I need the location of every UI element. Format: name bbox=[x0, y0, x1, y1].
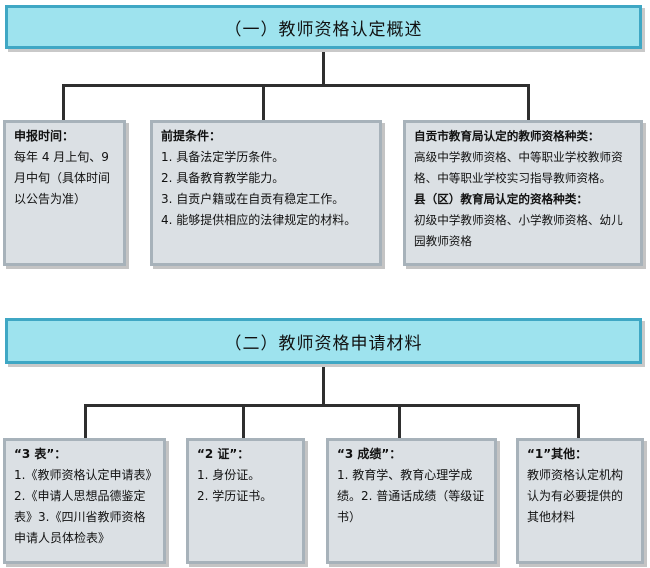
box-line: 高级中学教师资格、中等职业学校教师资 bbox=[414, 150, 623, 164]
box-line: 2.《申请人思想品德鉴定 bbox=[14, 489, 146, 503]
connector bbox=[84, 404, 580, 407]
box-other-materials: “1”其他： 教师资格认定机构 认为有必要提供的 其他材料 bbox=[516, 438, 644, 564]
box-title: “3 成绩”： bbox=[337, 447, 402, 461]
box-title: 申报时间： bbox=[14, 129, 75, 143]
box-line: 认为有必要提供的 bbox=[527, 489, 624, 503]
box-title: “1”其他： bbox=[527, 447, 588, 461]
box-subtitle: 县（区）教育局认定的资格种类： bbox=[414, 192, 588, 206]
box-line: 1. 教育学、教育心理学成 bbox=[337, 468, 473, 482]
box-line: 每年 4 月上旬、9 bbox=[14, 150, 109, 164]
connector bbox=[262, 84, 265, 120]
box-line: 格、中等职业学校实习指导教师资格。 bbox=[414, 171, 612, 185]
box-line: 申请人员体检表》 bbox=[14, 531, 111, 545]
box-line: 3. 自贡户籍或在自贡有稳定工作。 bbox=[161, 192, 345, 206]
box-line: 其他材料 bbox=[527, 510, 576, 524]
section2-title: （二）教师资格申请材料 bbox=[224, 333, 423, 354]
box-title: 前提条件： bbox=[161, 129, 222, 143]
box-line: 2. 学历证书。 bbox=[197, 489, 273, 503]
box-qualification-types: 自贡市教育局认定的教师资格种类： 高级中学教师资格、中等职业学校教师资 格、中等… bbox=[403, 120, 643, 266]
box-application-time: 申报时间： 每年 4 月上旬、9 月中旬（具体时间 以公告为准） bbox=[3, 120, 126, 266]
section1-header: （一）教师资格认定概述 bbox=[5, 5, 642, 49]
connector bbox=[398, 404, 401, 438]
box-line: 1. 具备法定学历条件。 bbox=[161, 150, 285, 164]
connector bbox=[322, 52, 325, 86]
connector bbox=[527, 84, 530, 120]
box-line: 初级中学教师资格、小学教师资格、幼儿 bbox=[414, 213, 623, 227]
box-three-forms: “3 表”： 1.《教师资格认定申请表》 2.《申请人思想品德鉴定 表》3.《四… bbox=[3, 438, 166, 564]
box-line: 教师资格认定机构 bbox=[527, 468, 624, 482]
box-line: 月中旬（具体时间 bbox=[14, 171, 111, 185]
section1-title: （一）教师资格认定概述 bbox=[224, 19, 423, 40]
connector bbox=[242, 404, 245, 438]
box-title: “3 表”： bbox=[14, 447, 67, 461]
box-line: 书） bbox=[337, 510, 362, 524]
box-line: 1.《教师资格认定申请表》 bbox=[14, 468, 158, 482]
box-two-certificates: “2 证”： 1. 身份证。 2. 学历证书。 bbox=[186, 438, 305, 564]
box-line: 4. 能够提供相应的法律规定的材料。 bbox=[161, 213, 357, 227]
box-prerequisites: 前提条件： 1. 具备法定学历条件。 2. 具备教育教学能力。 3. 自贡户籍或… bbox=[150, 120, 382, 266]
box-line: 以公告为准） bbox=[14, 192, 87, 206]
connector bbox=[62, 84, 530, 87]
connector bbox=[322, 367, 325, 405]
box-line: 2. 具备教育教学能力。 bbox=[161, 171, 285, 185]
box-title: 自贡市教育局认定的教师资格种类： bbox=[414, 129, 600, 143]
box-line: 表》3.《四川省教师资格 bbox=[14, 510, 146, 524]
connector bbox=[62, 84, 65, 120]
connector bbox=[577, 404, 580, 438]
connector bbox=[84, 404, 87, 438]
box-line: 园教师资格 bbox=[414, 234, 472, 248]
box-line: 1. 身份证。 bbox=[197, 468, 261, 482]
section2-header: （二）教师资格申请材料 bbox=[5, 318, 642, 364]
box-three-scores: “3 成绩”： 1. 教育学、教育心理学成 绩。2. 普通话成绩（等级证 书） bbox=[326, 438, 497, 564]
box-title: “2 证”： bbox=[197, 447, 250, 461]
box-line: 绩。2. 普通话成绩（等级证 bbox=[337, 489, 485, 503]
